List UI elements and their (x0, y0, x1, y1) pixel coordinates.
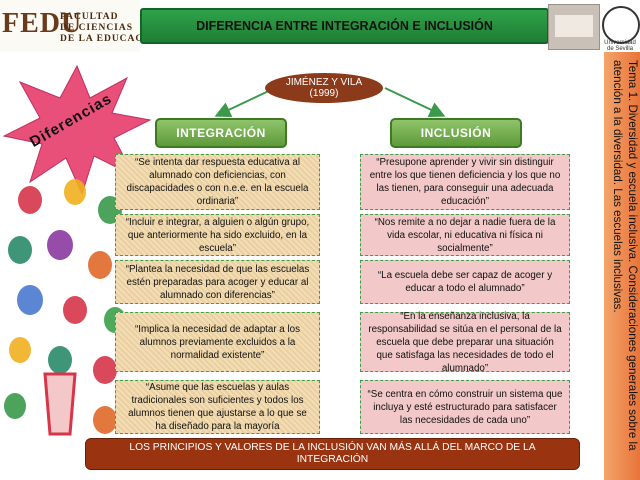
inclusion-heading: INCLUSIÓN (390, 118, 522, 148)
seal-caption: Universidad de Sevilla (604, 40, 636, 52)
page-title: DIFERENCIA ENTRE INTEGRACIÓN E INCLUSIÓN (196, 19, 493, 33)
faculty-line-3: DE LA EDUCACIÓN (60, 34, 165, 44)
author-name: JIMÉNEZ Y VILA (285, 77, 363, 88)
side-banner (604, 52, 640, 480)
cup-icon (43, 372, 77, 436)
title-banner: DIFERENCIA ENTRE INTEGRACIÓN E INCLUSIÓN (140, 8, 549, 44)
inclusion-card: “Nos remite a no dejar a nadie fuera de … (360, 214, 570, 256)
inclusion-card: “En la enseñanza inclusiva, la responsab… (360, 311, 570, 374)
faculty-name: FACULTAD DE CIENCIAS DE LA EDUCACIÓN (60, 12, 164, 45)
integration-card: “Incluir e integrar, a alguien o algún g… (115, 214, 320, 256)
author-node: JIMÉNEZ Y VILA (1999) (265, 73, 383, 103)
conclusion-banner: LOS PRINCIPIOS Y VALORES DE LA INCLUSIÓN… (85, 438, 580, 470)
integration-card: “Plantea la necesidad de que las escuela… (115, 260, 320, 304)
integration-card: “Se intenta dar respuesta educativa al a… (115, 154, 320, 210)
inclusion-card: “La escuela debe ser capaz de acoger y e… (360, 260, 570, 304)
integration-heading: INTEGRACIÓN (155, 118, 287, 148)
inclusion-card: “Se centra en cómo construir un sistema … (360, 380, 570, 434)
faculty-line-1: FACULTAD (60, 12, 119, 22)
integration-card: “Implica la necesidad de adaptar a los a… (115, 312, 320, 372)
connector-arrows (214, 87, 446, 117)
faculty-logo (0, 0, 140, 52)
university-seal-icon (602, 6, 640, 44)
fedu-logo-text: FEDU (2, 8, 83, 39)
inclusion-card: “Presupone aprender y vivir sin distingu… (360, 154, 570, 210)
integration-card: “Asume que las escuelas y aulas tradicio… (115, 380, 320, 434)
author-year: (1999) (309, 88, 339, 99)
side-banner-text: Tema 1. Diversidad y escuela inclusiva. … (611, 60, 639, 451)
faculty-line-2: DE CIENCIAS (60, 23, 134, 33)
building-photo (548, 4, 600, 50)
